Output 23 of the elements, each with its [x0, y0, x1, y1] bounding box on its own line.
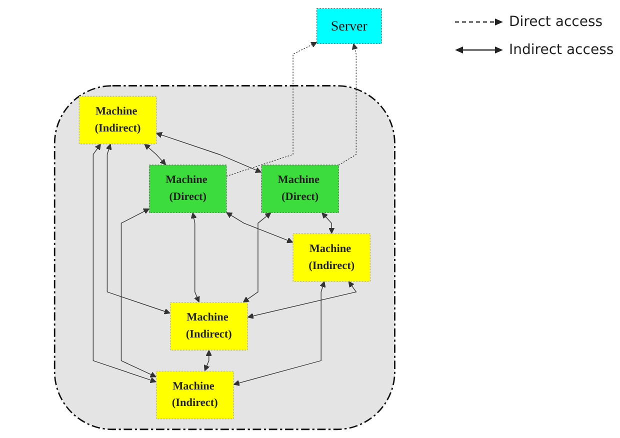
arrow	[144, 144, 166, 166]
machine-box: Machine (Indirect)	[170, 302, 248, 350]
arrow	[121, 208, 157, 378]
arrow	[191, 212, 200, 302]
arrow	[248, 281, 358, 319]
dashed-arrow	[338, 43, 358, 166]
legend-label: Direct access	[509, 14, 603, 30]
arrow	[93, 144, 157, 384]
dashed-arrow	[226, 42, 318, 177]
machine-box: Machine (Direct)	[261, 164, 340, 214]
arrow	[156, 132, 262, 173]
machine-box: Machine (Indirect)	[79, 96, 157, 144]
machine-box: Server	[316, 8, 382, 44]
legend-label: Indirect access	[509, 42, 614, 58]
arrow	[234, 281, 326, 386]
machine-box: Machine (Direct)	[149, 164, 228, 214]
arrow	[204, 350, 212, 372]
arrow	[322, 212, 336, 234]
arrow	[226, 212, 294, 244]
machine-box: Machine (Indirect)	[156, 370, 234, 420]
machine-box: Machine (Indirect)	[293, 233, 371, 282]
arrow	[243, 212, 272, 303]
arrow	[106, 144, 171, 314]
